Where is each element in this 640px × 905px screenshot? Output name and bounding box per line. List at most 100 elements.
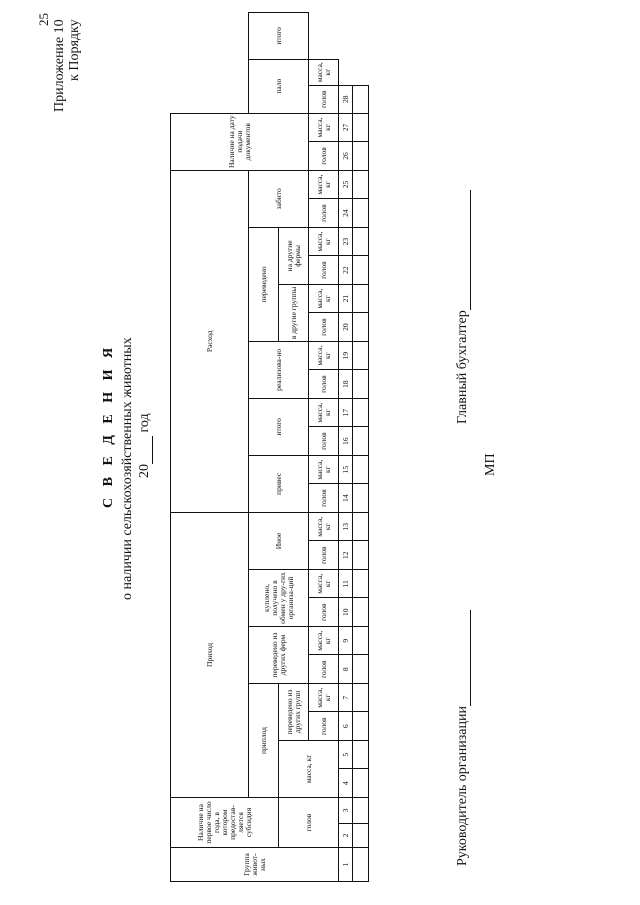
blank-cell-4[interactable] <box>352 769 369 798</box>
header-moved-out: переведено <box>248 227 279 342</box>
document-subtitle: о наличии сельскохозяйственных животных <box>120 337 135 600</box>
hm-2: масса, кг <box>308 683 339 712</box>
hm-21: голов <box>308 141 339 171</box>
col-number-23: 23 <box>338 227 353 256</box>
hm-23: голов <box>308 85 339 114</box>
blank-cell-9[interactable] <box>352 626 369 655</box>
header-income-total: итого <box>248 398 309 456</box>
col-number-13: 13 <box>338 512 353 541</box>
blank-cell-2[interactable] <box>352 823 369 848</box>
blank-cell-22[interactable] <box>352 255 369 285</box>
hm-24: масса, кг <box>308 59 339 86</box>
col-number-18: 18 <box>338 369 353 399</box>
blank-cell-15[interactable] <box>352 455 369 484</box>
col-number-2: 2 <box>338 823 353 848</box>
year-prefix: 20 <box>137 464 152 478</box>
col-number-5: 5 <box>338 740 353 769</box>
col-number-9: 9 <box>338 626 353 655</box>
col-number-3: 3 <box>338 797 353 824</box>
stamp-place: МП <box>483 453 498 476</box>
col-number-25: 25 <box>338 170 353 199</box>
col-number-12: 12 <box>338 541 353 570</box>
blank-row <box>352 13 369 882</box>
blank-cell-16[interactable] <box>352 426 369 456</box>
header-group: Группа живот-ных <box>170 847 339 882</box>
blank-cell-26[interactable] <box>352 141 369 171</box>
blank-cell-19[interactable] <box>352 341 369 370</box>
header-expense: Расход <box>170 170 249 513</box>
blank-cell-6[interactable] <box>352 712 369 741</box>
col-number-28: 28 <box>338 85 353 114</box>
hm-3: голов <box>308 655 339 684</box>
appendix-line-1: Приложение 10 <box>52 19 67 112</box>
header-gain: привес <box>248 455 309 513</box>
hm-15: голов <box>308 312 339 342</box>
col-number-26: 26 <box>338 141 353 171</box>
col-number-17: 17 <box>338 398 353 427</box>
header-to-groups: в другие группы <box>278 284 309 342</box>
year-suffix: год <box>137 413 152 433</box>
hm-19: голов <box>308 198 339 228</box>
hm-13: голов <box>308 369 339 399</box>
blank-cell-20[interactable] <box>352 312 369 342</box>
blank-cell-14[interactable] <box>352 483 369 513</box>
col-number-21: 21 <box>338 284 353 313</box>
hm-12: масса, кг <box>308 398 339 427</box>
hm-16: масса, кг <box>308 284 339 313</box>
blank-cell-18[interactable] <box>352 369 369 399</box>
blank-cell-28[interactable] <box>352 85 369 114</box>
hm-14: масса, кг <box>308 341 339 370</box>
hm-1: голов <box>308 712 339 741</box>
head-label: Руководитель организации <box>455 706 470 866</box>
blank-cell-21[interactable] <box>352 284 369 313</box>
col-number-14: 14 <box>338 483 353 513</box>
col-number-8: 8 <box>338 655 353 684</box>
chief-accountant-line <box>470 190 471 311</box>
blank-cell-3[interactable] <box>352 797 369 824</box>
blank-cell-17[interactable] <box>352 398 369 427</box>
blank-cell-27[interactable] <box>352 113 369 142</box>
header-bought: куплено, получено в обмен у дру-гих орга… <box>248 569 309 627</box>
blank-cell-11[interactable] <box>352 569 369 598</box>
blank-cell-24[interactable] <box>352 198 369 228</box>
blank-cell-13[interactable] <box>352 512 369 541</box>
hm-20: масса, кг <box>308 170 339 199</box>
header-died: пало <box>248 59 309 114</box>
header-heads: голов <box>278 797 339 848</box>
header-mass: масса, кг <box>278 740 339 798</box>
document-year: 20 год <box>137 413 153 478</box>
chief-accountant-label: Главный бухгалтер <box>455 310 470 424</box>
blank-cell-1[interactable] <box>352 847 369 882</box>
col-number-1: 1 <box>338 847 353 882</box>
col-number-6: 6 <box>338 712 353 741</box>
blank-cell-5[interactable] <box>352 740 369 769</box>
header-moved-from-farms: переведено из других ферм <box>248 626 309 684</box>
appendix-note: Приложение 10 к Порядку <box>52 19 82 112</box>
hm-5: голов <box>308 598 339 627</box>
col-number-4: 4 <box>338 769 353 798</box>
hm-4: масса, кг <box>308 626 339 655</box>
header-other: Иное <box>248 512 309 570</box>
blank-cell-12[interactable] <box>352 541 369 570</box>
header-moved-from-groups: переведено из других групп <box>278 683 309 741</box>
blank-cell-8[interactable] <box>352 655 369 684</box>
header-start: Наличие на первое число года, в котором … <box>170 797 279 848</box>
hm-7: голов <box>308 541 339 570</box>
page-number: 25 <box>36 13 51 26</box>
hm-10: масса, кг <box>308 455 339 484</box>
blank-cell-25[interactable] <box>352 170 369 199</box>
livestock-table: Группа живот-ных Наличие на первое число… <box>170 12 369 882</box>
blank-cell-23[interactable] <box>352 227 369 256</box>
col-number-20: 20 <box>338 312 353 342</box>
col-number-22: 22 <box>338 255 353 285</box>
blank-cell-7[interactable] <box>352 683 369 712</box>
header-expense-total: итого <box>248 12 309 60</box>
hm-8: масса, кг <box>308 512 339 541</box>
header-sold: реализова-но <box>248 341 309 399</box>
col-number-24: 24 <box>338 198 353 228</box>
hm-11: голов <box>308 426 339 456</box>
col-number-15: 15 <box>338 455 353 484</box>
header-end: Наличие на дату подачи документов <box>170 113 309 171</box>
blank-cell-10[interactable] <box>352 598 369 627</box>
